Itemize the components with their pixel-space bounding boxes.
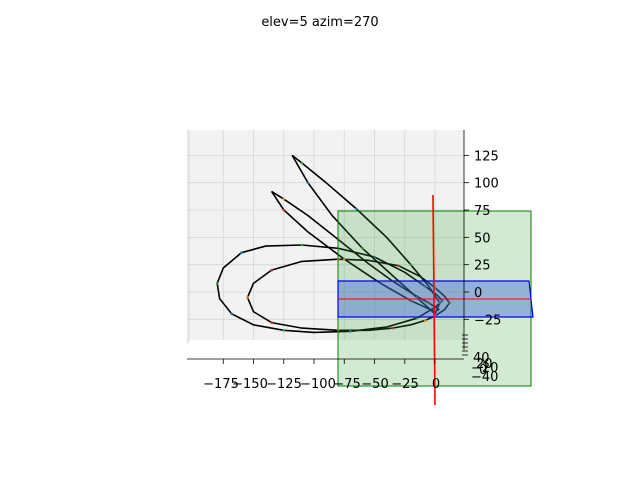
series-1-point-5 xyxy=(282,328,286,332)
pane-face xyxy=(187,130,464,340)
series-2-point-13 xyxy=(427,301,431,305)
series-2-point-7 xyxy=(282,197,286,201)
z-tick-label-1: 100 xyxy=(474,177,499,192)
series-0-point-19 xyxy=(448,301,451,305)
series-2-point-5 xyxy=(282,208,286,212)
series-1-point-11 xyxy=(240,251,243,254)
series-3-point-7 xyxy=(300,161,304,165)
z-tick-label-3: 50 xyxy=(474,231,491,246)
series-3-point-13 xyxy=(438,301,442,305)
x-tick-label-0: −175 xyxy=(203,377,239,392)
series-1-point-3 xyxy=(349,330,352,333)
series-line-0 xyxy=(246,258,451,332)
z-tick-label-2: 75 xyxy=(474,204,491,219)
series-1-point-7 xyxy=(230,312,234,316)
back-pane xyxy=(187,130,464,345)
series-0-point-11 xyxy=(270,268,273,272)
z-tick-label-4: 25 xyxy=(474,259,491,274)
x-tick-label-5: −50 xyxy=(361,377,388,392)
series-0-point-3 xyxy=(391,326,394,330)
series-0-point-9 xyxy=(246,296,249,299)
x-tick-label-6: −25 xyxy=(391,377,418,392)
x-tick-label-2: −125 xyxy=(266,377,302,392)
series-2-point-1 xyxy=(409,299,413,303)
z-tick-label-0: 125 xyxy=(474,149,499,164)
series-3-point-1 xyxy=(415,296,419,299)
series-0-point-15 xyxy=(397,264,401,268)
x-tick-label-3: −100 xyxy=(300,377,336,392)
x-tick-label-1: −150 xyxy=(232,377,268,392)
series-3-point-5 xyxy=(306,181,310,184)
series-0-point-1 xyxy=(424,319,427,322)
series-3-point-11 xyxy=(409,263,413,266)
series-1-point-13 xyxy=(300,243,304,247)
series-3-point-3 xyxy=(361,246,364,250)
z-tick-label-6: −25 xyxy=(474,313,501,328)
x-tick-label-7: 0 xyxy=(432,377,440,392)
y-tick-label-1: 20 xyxy=(476,357,493,372)
series-1-point-9 xyxy=(215,281,219,285)
chart-title: elev=5 azim=270 xyxy=(261,15,378,30)
y-tick-label-4: −40 xyxy=(471,370,498,385)
series-2-point-3 xyxy=(342,257,346,261)
y-tick-label-2: 0 xyxy=(479,363,487,378)
series-0-point-7 xyxy=(270,321,273,324)
series-1-point-19 xyxy=(440,299,444,303)
series-1-point-17 xyxy=(424,285,427,288)
overlay-planes xyxy=(337,194,534,406)
red-vertical-line xyxy=(432,194,436,406)
grid-lines xyxy=(187,130,464,340)
y-tick-label-0: 40 xyxy=(473,351,490,366)
axes xyxy=(187,130,469,364)
y-tick-label-3: −20 xyxy=(471,361,498,376)
z-tick-label-5: 0 xyxy=(474,286,482,301)
x-tick-label-4: −75 xyxy=(333,377,360,392)
series-3-point-9 xyxy=(355,207,358,211)
